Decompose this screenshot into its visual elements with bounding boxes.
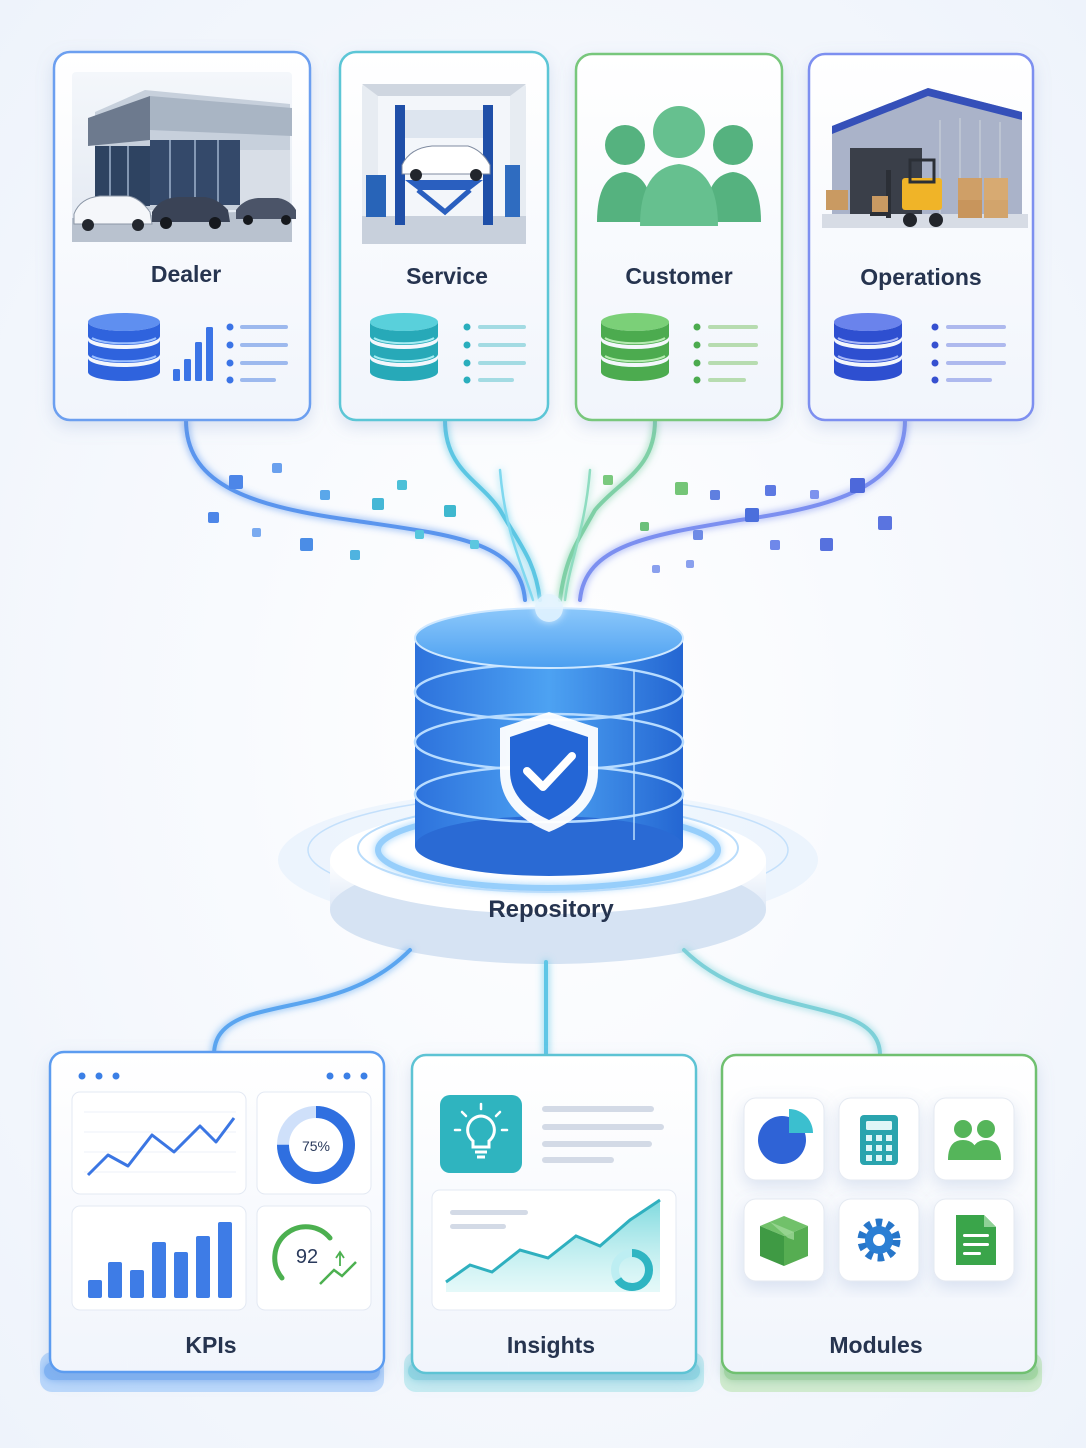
gear-icon <box>857 1218 901 1262</box>
dealership-building-icon <box>72 72 296 242</box>
list-lines-icon <box>931 323 1006 384</box>
box-icon <box>760 1216 808 1266</box>
database-icon <box>834 313 902 381</box>
warehouse-forklift-icon <box>822 88 1028 228</box>
gauge-value: 75% <box>302 1138 330 1154</box>
score-widget: 92 <box>256 1205 372 1311</box>
text-lines <box>542 1106 664 1163</box>
source-card-dealer[interactable]: Dealer <box>52 50 312 422</box>
bar-chart-icon <box>173 327 213 381</box>
car-dark-icon <box>152 197 230 229</box>
customer-group-icon <box>597 106 761 226</box>
document-icon <box>956 1215 996 1265</box>
output-card-insights[interactable]: Insights <box>404 1053 704 1392</box>
forklift-icon <box>870 158 943 227</box>
lightbulb-icon <box>440 1095 522 1173</box>
database-icon <box>601 313 669 381</box>
database-icon <box>88 313 160 381</box>
line-chart-widget <box>71 1091 247 1195</box>
source-label: Customer <box>625 263 732 289</box>
database-icon <box>370 313 438 381</box>
pie-chart-icon <box>758 1109 813 1164</box>
shield-check-icon <box>500 712 598 832</box>
data-particles <box>208 463 892 573</box>
source-label: Operations <box>860 264 981 290</box>
source-card-operations[interactable]: Operations <box>807 52 1035 422</box>
list-lines-icon <box>463 323 526 384</box>
source-label: Service <box>406 263 488 289</box>
output-connectors <box>212 948 882 1057</box>
repository-node[interactable]: Repository <box>278 594 818 964</box>
calculator-icon <box>860 1115 898 1165</box>
users-icon <box>948 1120 1001 1160</box>
output-label: Modules <box>829 1332 922 1358</box>
source-connectors <box>184 418 907 602</box>
output-label: Insights <box>507 1332 595 1358</box>
car-white-icon <box>73 195 153 231</box>
car-grey-icon <box>236 198 296 225</box>
donut-gauge-widget: 75% <box>256 1091 372 1195</box>
output-card-kpis[interactable]: 75% 92 KPIs <box>40 1050 386 1392</box>
service-garage-lift-icon <box>362 84 526 244</box>
repository-label: Repository <box>488 896 614 923</box>
score-value: 92 <box>296 1246 318 1268</box>
bar-chart-widget <box>71 1205 247 1311</box>
list-lines-icon <box>226 323 288 384</box>
output-label: KPIs <box>185 1332 236 1358</box>
source-card-service[interactable]: Service <box>338 50 550 422</box>
window-dots-icon <box>78 1072 368 1080</box>
source-label: Dealer <box>151 261 221 287</box>
source-card-customer[interactable]: Customer <box>574 52 784 422</box>
output-card-modules[interactable]: Modules <box>720 1053 1042 1392</box>
area-chart-widget <box>431 1189 677 1311</box>
list-lines-icon <box>693 323 758 384</box>
